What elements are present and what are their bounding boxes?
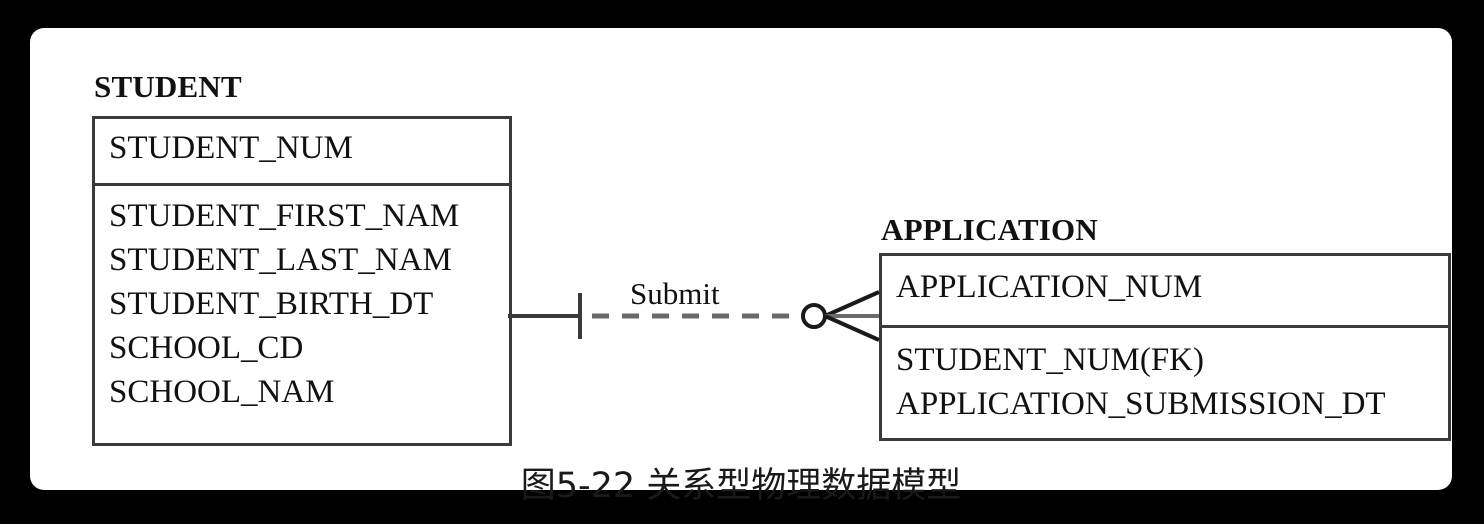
application-attribute: APPLICATION_SUBMISSION_DT <box>896 386 1386 422</box>
student-key-compartment: STUDENT_NUM <box>95 119 509 186</box>
relationship-connector[interactable] <box>508 278 888 358</box>
crowsfoot-lower-prong <box>824 314 880 342</box>
application-entity-box[interactable]: APPLICATION_NUM STUDENT_NUM(FK) APPLICAT… <box>879 253 1451 441</box>
student-entity-box[interactable]: STUDENT_NUM STUDENT_FIRST_NAM STUDENT_LA… <box>92 116 512 446</box>
crowsfoot-upper-prong <box>824 290 880 318</box>
application-foreign-key: STUDENT_NUM(FK) <box>896 342 1204 378</box>
student-primary-key: STUDENT_NUM <box>109 130 353 166</box>
student-attribute-compartment: STUDENT_FIRST_NAM STUDENT_LAST_NAM STUDE… <box>95 186 509 443</box>
figure-caption: 图5-22 关系型物理数据模型 <box>520 466 962 506</box>
student-attribute: STUDENT_LAST_NAM <box>109 242 452 278</box>
student-entity-title: STUDENT <box>94 69 242 104</box>
student-attribute: SCHOOL_CD <box>109 330 304 366</box>
application-entity-title: APPLICATION <box>881 212 1098 247</box>
figure-card: STUDENT STUDENT_NUM STUDENT_FIRST_NAM ST… <box>30 28 1452 506</box>
cardinality-zero-circle <box>801 303 827 329</box>
student-attribute: SCHOOL_NAM <box>109 374 335 410</box>
student-attribute: STUDENT_BIRTH_DT <box>109 286 434 322</box>
student-attribute: STUDENT_FIRST_NAM <box>109 198 460 234</box>
relationship-label: Submit <box>630 276 720 311</box>
application-primary-key: APPLICATION_NUM <box>896 269 1203 305</box>
application-attribute-compartment: STUDENT_NUM(FK) APPLICATION_SUBMISSION_D… <box>882 328 1448 438</box>
application-key-compartment: APPLICATION_NUM <box>882 256 1448 328</box>
